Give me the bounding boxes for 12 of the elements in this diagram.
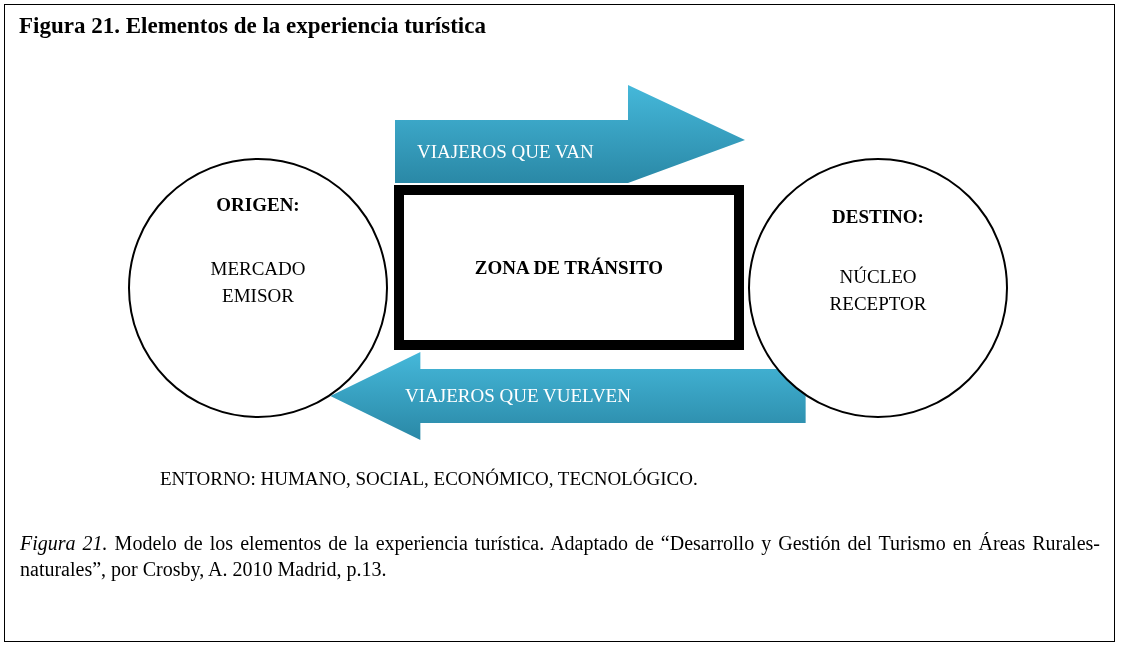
figure-caption: Figura 21. Modelo de los elementos de la experiencia turística. Adaptado de “Desarrollo y Gestión del Turismo en Áreas Rurales-naturales”, por Crosby, A. 2010 Madrid, p.13. [20, 531, 1100, 582]
block-arrow [330, 352, 806, 440]
node-heading: DESTINO: [831, 206, 925, 228]
figure-title: Figura 21. Elementos de la experiencia turística [19, 13, 486, 39]
transit-box [394, 185, 744, 350]
node-heading: ZONA DE TRÁNSITO [474, 256, 664, 279]
environment-note: ENTORNO: HUMANO, SOCIAL, ECONÓMICO, TECNOLÓGICO. [160, 468, 698, 490]
node-text: MERCADO EMISOR [209, 257, 307, 308]
edge-label: VIAJEROS QUE VUELVEN [405, 385, 631, 407]
node-heading: ORIGEN: [215, 194, 301, 216]
arrow-label: VIAJEROS QUE VAN [417, 141, 594, 163]
node-text: NÚCLEO RECEPTOR [828, 265, 928, 316]
